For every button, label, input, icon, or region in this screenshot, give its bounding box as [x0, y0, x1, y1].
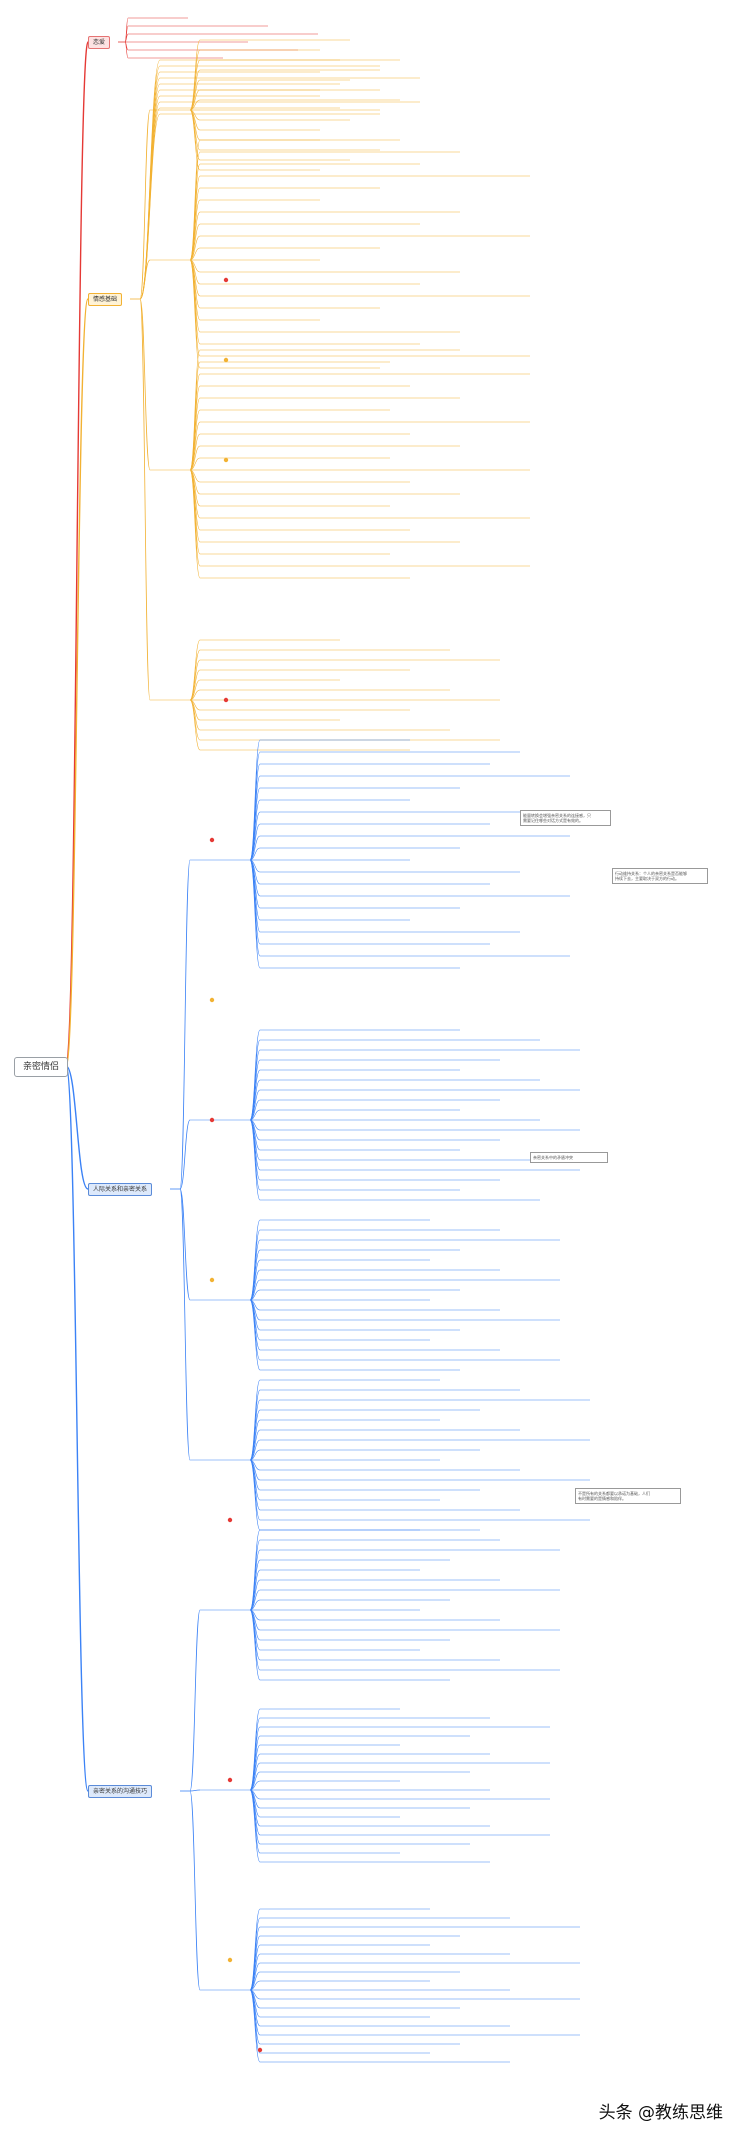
- root-node[interactable]: 亲密情侣: [14, 1057, 68, 1077]
- note-energy: 能量转换会增强亲密关系的连接感，只 需要记住哪些对话方式是有效的。: [520, 810, 611, 826]
- connector-362: [189, 1789, 201, 1792]
- bullet-dot-446: [227, 1517, 233, 1523]
- connector-176: [139, 113, 161, 300]
- bullet-dot-444: [209, 1117, 215, 1123]
- connector-110: [189, 457, 201, 471]
- bullet-dot-440: [223, 457, 229, 463]
- connector-193: [249, 811, 261, 861]
- connector-138: [189, 659, 201, 701]
- note-commitment-text: 不是所有的关系都要以承诺为基础，人们 有时需要的是情感和陪伴。: [578, 1491, 650, 1501]
- connector-44: [189, 109, 201, 161]
- connector-96: [189, 373, 201, 471]
- connector-90: [139, 298, 151, 471]
- note-action-text: 行动维持关系：个人的亲密关系是否能够 持续下去，主要取决于双方的行动。: [615, 871, 687, 881]
- connector-261: [249, 1219, 261, 1301]
- connector-436: [249, 1989, 261, 2063]
- connector-185: [249, 763, 261, 861]
- connector-156: [189, 699, 201, 751]
- connector-2: [65, 1065, 89, 1190]
- connector-106: [189, 433, 201, 471]
- connector-328: [189, 1609, 201, 1792]
- branch-love[interactable]: 恋爱: [88, 36, 111, 49]
- connector-398: [249, 1789, 261, 1863]
- bullet-dot-441: [223, 697, 229, 703]
- connector-66: [189, 235, 201, 261]
- bullet-dot-447: [227, 1777, 233, 1783]
- connector-330: [249, 1529, 261, 1611]
- connector-46: [189, 109, 201, 171]
- connector-400: [189, 1790, 201, 1991]
- connector-130: [189, 469, 201, 579]
- bullet-dot-449: [257, 2047, 263, 2053]
- note-conflict: 亲密关系中的矛盾冲突: [530, 1152, 608, 1163]
- bullet-dot-442: [209, 837, 215, 843]
- connector-199: [249, 847, 261, 861]
- connector-404: [249, 1917, 261, 1991]
- connector-221: [179, 1119, 191, 1190]
- connector-1: [65, 298, 89, 1067]
- connector-225: [249, 1039, 261, 1121]
- branch-relationships[interactable]: 人际关系和亲密关系: [88, 1183, 153, 1196]
- bullet-dot-445: [209, 1277, 215, 1283]
- bullet-dot-438: [223, 277, 229, 283]
- connector-64: [189, 223, 201, 261]
- bullet-dot-448: [227, 1957, 233, 1963]
- connector-62: [189, 211, 201, 261]
- connector-321: [249, 1459, 261, 1511]
- connector-219: [249, 859, 261, 969]
- connector-154: [189, 699, 201, 741]
- connector-295: [249, 1379, 261, 1461]
- connector-54: [189, 163, 201, 261]
- connector-259: [179, 1188, 191, 1301]
- connector-18: [139, 109, 151, 300]
- connector-197: [249, 835, 261, 861]
- note-commitment: 不是所有的关系都要以承诺为基础，人们 有时需要的是情感和陪伴。: [575, 1488, 681, 1504]
- connector-136: [189, 649, 201, 701]
- connector-325: [249, 1459, 261, 1531]
- connector-291: [249, 1299, 261, 1371]
- connector-68: [189, 247, 201, 261]
- connector-108: [189, 445, 201, 471]
- connector-132: [139, 298, 151, 701]
- connector-257: [249, 1119, 261, 1201]
- connector-293: [179, 1188, 191, 1461]
- note-action: 行动维持关系：个人的亲密关系是否能够 持续下去，主要取决于双方的行动。: [612, 868, 708, 884]
- connector-179: [179, 859, 191, 1190]
- bullet-dot-439: [223, 357, 229, 363]
- connector-3: [65, 1065, 89, 1792]
- connector-195: [249, 823, 261, 861]
- connector-24: [189, 59, 201, 111]
- bullet-dot-443: [209, 997, 215, 1003]
- branch-communication[interactable]: 亲密关系的沟通技巧: [88, 1785, 153, 1798]
- note-conflict-text: 亲密关系中的矛盾冲突: [533, 1155, 573, 1160]
- connector-104: [189, 421, 201, 471]
- connector-360: [249, 1609, 261, 1681]
- connector-366: [249, 1717, 261, 1791]
- watermark: 头条 @教练思维: [598, 2103, 723, 2123]
- note-energy-text: 能量转换会增强亲密关系的连接感，只 需要记住哪些对话方式是有效的。: [523, 813, 591, 823]
- connector-356: [249, 1609, 261, 1661]
- connector-287: [249, 1299, 261, 1351]
- connector-15: [124, 41, 129, 59]
- branch-emotional-foundation[interactable]: 情感基础: [88, 293, 123, 306]
- connector-0: [65, 41, 89, 1067]
